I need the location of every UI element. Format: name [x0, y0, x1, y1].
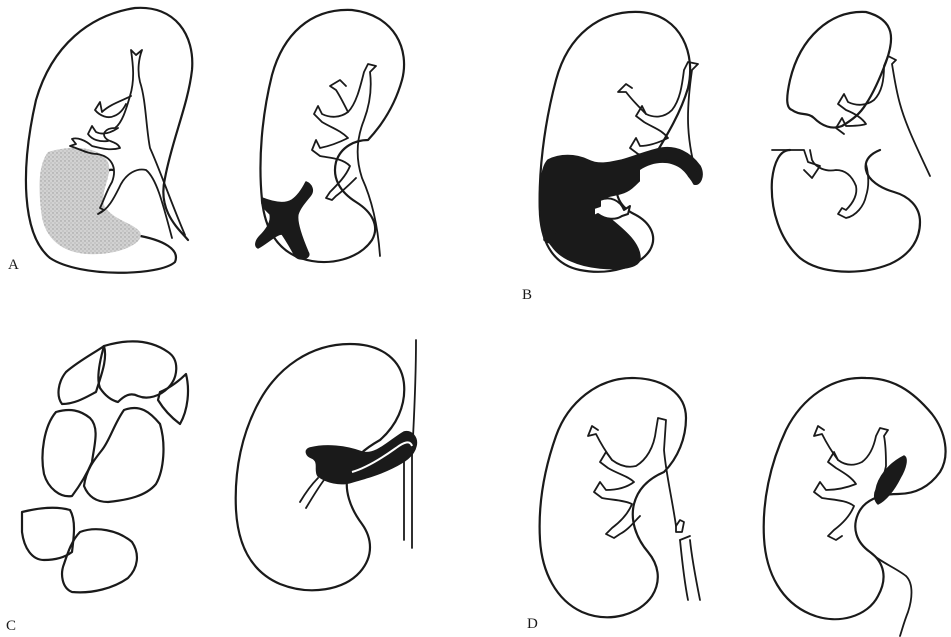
calyx-upper [814, 426, 838, 460]
hilar-hematoma [306, 432, 416, 484]
panel-a [26, 8, 404, 273]
kidney-deep-laceration [539, 12, 702, 272]
panel-b [539, 12, 930, 272]
fragment-5 [84, 408, 163, 502]
fragment-6 [22, 508, 74, 560]
contusion-area [40, 148, 141, 254]
panel-label-b: B [522, 288, 532, 303]
kidney-pedicle-injury [236, 340, 417, 590]
kidney-contusion [26, 8, 192, 273]
panel-label-c: C [6, 619, 16, 634]
calyx-upper [330, 80, 348, 112]
ureter [870, 552, 912, 636]
kidney-pelvic-rupture [764, 378, 946, 636]
renal-vein-stump [300, 478, 324, 508]
kidney-upj-disruption [540, 378, 700, 617]
panel-d [540, 378, 946, 636]
ureter-upper-stump [676, 520, 684, 532]
kidney-outline [540, 378, 686, 617]
ureter-cap [680, 536, 690, 540]
tear-mark [544, 233, 560, 243]
fragment-4 [43, 410, 96, 496]
kidney-outline [764, 378, 946, 619]
calyx-upper [95, 96, 131, 117]
calyx-upper [588, 426, 612, 460]
panel-label-a: A [8, 258, 19, 273]
upper-collecting [836, 56, 930, 176]
collecting-system [312, 64, 380, 256]
kidney-laceration [256, 10, 404, 262]
lower-collecting [810, 150, 868, 218]
laceration-tear [256, 182, 312, 259]
calyx-upper [618, 84, 646, 114]
collecting-system [594, 418, 676, 538]
panel-c [22, 340, 416, 592]
pelvic-rupture [875, 456, 906, 504]
lower-calyx [594, 198, 630, 218]
upper-fragment [787, 12, 891, 128]
fragment-2 [98, 341, 176, 402]
panel-label-d: D [527, 617, 538, 632]
kidney-separated [772, 12, 930, 272]
kidney-shattered [22, 341, 188, 592]
ureter-lower [680, 540, 700, 600]
